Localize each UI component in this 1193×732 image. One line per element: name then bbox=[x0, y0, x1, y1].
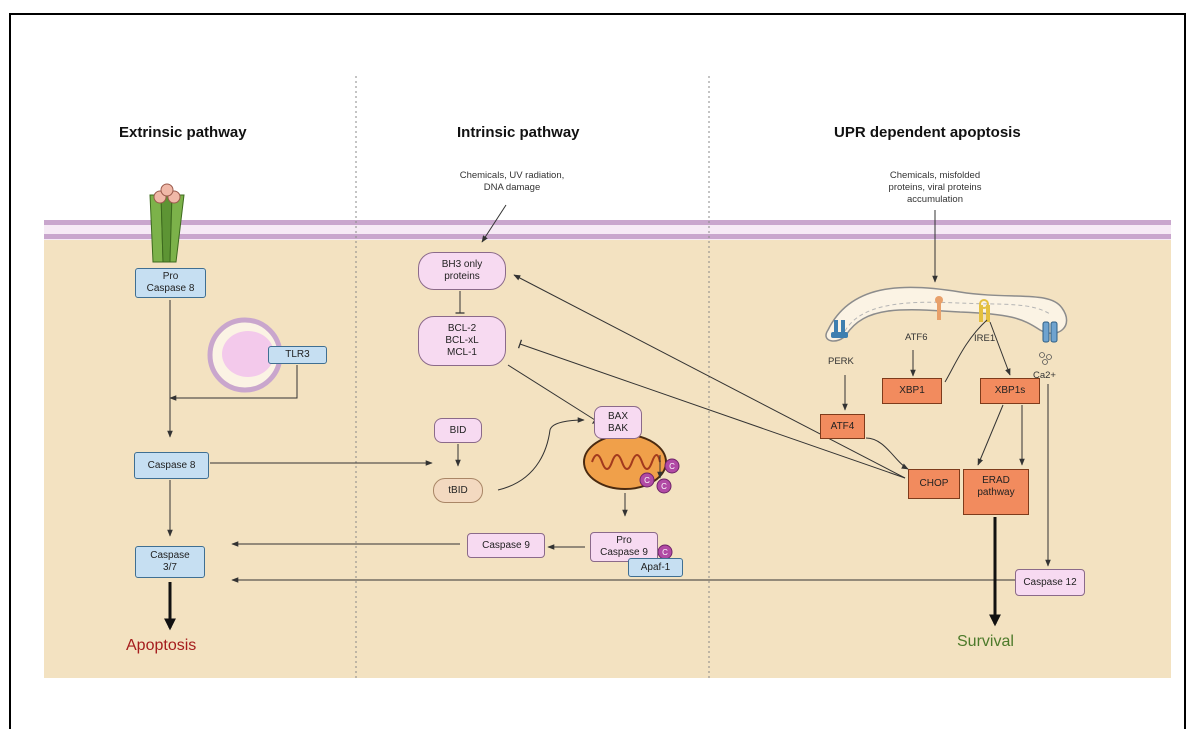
title-intrinsic-pathway: Intrinsic pathway bbox=[457, 124, 580, 141]
membrane-inner-line bbox=[44, 234, 1171, 239]
perk-receptor-icon bbox=[831, 320, 848, 338]
edge-bcl-baxbak bbox=[507, 364, 598, 425]
edge-tbid-baxbak bbox=[497, 417, 585, 491]
node-atf4: ATF4 bbox=[820, 414, 865, 439]
node-bax-bak: BAX BAK bbox=[594, 406, 642, 439]
cytochrome-c-3 bbox=[656, 478, 672, 494]
outcome-apoptosis: Apoptosis bbox=[126, 637, 197, 654]
cytochrome-c-1 bbox=[664, 458, 680, 474]
cytochrome-c-label-4: C bbox=[662, 548, 668, 557]
edge-ire1-xbp1s bbox=[989, 321, 1011, 376]
figure-frame bbox=[9, 13, 1186, 729]
cytochrome-c-label-1: C bbox=[669, 462, 675, 471]
upr-stimulus-note: Chemicals, misfolded proteins, viral pro… bbox=[888, 170, 982, 205]
node-pro-caspase-9: Pro Caspase 9 bbox=[590, 532, 658, 562]
node-tbid: tBID bbox=[433, 478, 483, 503]
ire1-receptor-icon bbox=[979, 299, 990, 322]
node-bh3-only-proteins: BH3 only proteins bbox=[418, 252, 506, 290]
edge-atf4-chop bbox=[865, 437, 909, 470]
node-bcl2-family: BCL-2 BCL-xL MCL-1 bbox=[418, 316, 506, 366]
node-xbp1s: XBP1s bbox=[980, 378, 1040, 404]
title-upr-dependent-apoptosis: UPR dependent apoptosis bbox=[834, 124, 1021, 141]
node-apaf-1: Apaf-1 bbox=[628, 558, 683, 577]
node-bid: BID bbox=[434, 418, 482, 443]
intrinsic-stimulus-note: Chemicals, UV radiation, DNA damage bbox=[459, 170, 565, 193]
death-receptor-icon bbox=[149, 183, 185, 263]
node-caspase-9: Caspase 9 bbox=[467, 533, 545, 558]
cytochrome-c-2 bbox=[639, 472, 655, 488]
edge-chop-bcl bbox=[517, 339, 906, 479]
label-ca2: Ca2+ bbox=[1033, 370, 1056, 381]
edge-chop-bh3 bbox=[513, 274, 906, 479]
cytochrome-c-label-2: C bbox=[644, 476, 650, 485]
node-caspase-3-7: Caspase 3/7 bbox=[135, 546, 205, 578]
cytochrome-c-label-3: C bbox=[661, 482, 667, 491]
node-erad-pathway: ERAD pathway bbox=[963, 469, 1029, 515]
node-xbp1: XBP1 bbox=[882, 378, 942, 404]
node-chop: CHOP bbox=[908, 469, 960, 499]
node-pro-caspase-8: Pro Caspase 8 bbox=[135, 268, 206, 298]
endosome-icon bbox=[207, 317, 283, 393]
node-caspase-8: Caspase 8 bbox=[134, 452, 209, 479]
title-extrinsic-pathway: Extrinsic pathway bbox=[119, 124, 247, 141]
cytochrome-c-group: C C C C bbox=[639, 458, 680, 560]
calcium-channel-icon bbox=[1039, 321, 1058, 365]
atf6-receptor-icon bbox=[935, 296, 943, 320]
outcome-survival: Survival bbox=[957, 633, 1014, 650]
edge-xbp1s-chop bbox=[977, 404, 1004, 466]
label-perk: PERK bbox=[828, 356, 854, 367]
label-atf6: ATF6 bbox=[905, 332, 928, 343]
label-ire1: IRE1 bbox=[974, 333, 996, 344]
node-tlr3: TLR3 bbox=[268, 346, 327, 364]
node-caspase-12: Caspase 12 bbox=[1015, 569, 1085, 596]
edge-stimulus-bh3 bbox=[481, 204, 507, 243]
edge-ire1-xbp1 bbox=[944, 319, 988, 383]
edge-tlr3-caspase8 bbox=[169, 365, 298, 401]
membrane-outer-line bbox=[44, 220, 1171, 225]
